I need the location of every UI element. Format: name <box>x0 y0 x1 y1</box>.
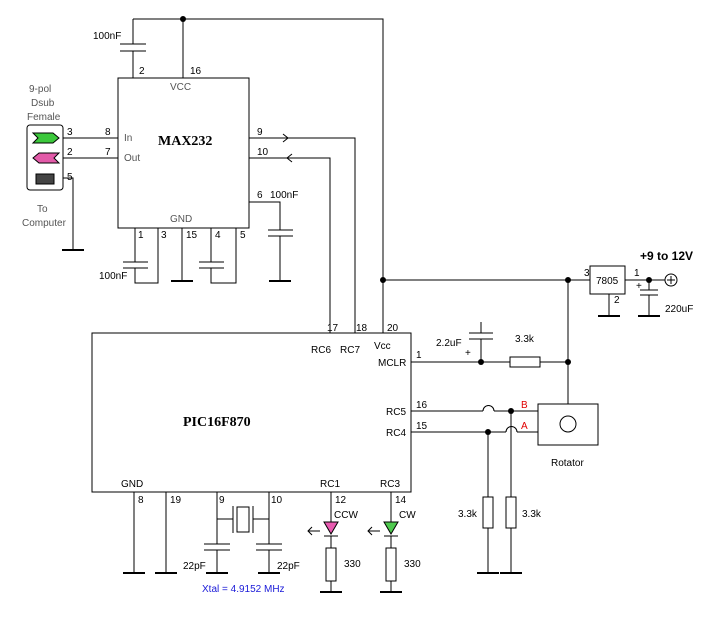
pic-vcc: Vcc <box>374 341 391 352</box>
max232-pin-7: 7 <box>105 147 111 158</box>
connector-title-2: Dsub <box>31 98 55 109</box>
regulator-pin-out: 1 <box>634 268 640 279</box>
encoder-a-label: A <box>521 421 528 432</box>
cap-left-value: 100nF <box>99 271 127 282</box>
crystal <box>236 506 250 533</box>
pic-pin-20: 20 <box>387 323 399 334</box>
pic-pin-16: 16 <box>416 400 428 411</box>
rotator-knob <box>559 415 577 433</box>
cap-supply-value: 220uF <box>665 304 693 315</box>
resistors <box>325 356 541 582</box>
res-a-value: 3.3k <box>458 509 478 520</box>
resistor-ccw <box>325 547 337 582</box>
max232-chip <box>117 77 250 229</box>
pic-title: PIC16F870 <box>183 415 251 430</box>
max232-pin-10: 10 <box>257 147 269 158</box>
pic-rc4: RC4 <box>386 428 406 439</box>
plus-mark-mclr: + <box>465 348 471 359</box>
max232-pin-8: 8 <box>105 127 111 138</box>
ground-symbols <box>62 249 660 593</box>
regulator-pin-in: 3 <box>584 268 590 279</box>
max232-gnd: GND <box>170 214 192 225</box>
connector-pin-3: 3 <box>67 127 73 138</box>
pic-rc1: RC1 <box>320 479 340 490</box>
regulator-7805 <box>589 265 626 295</box>
max232-title: MAX232 <box>158 134 212 149</box>
max232-pin-16: 16 <box>190 66 202 77</box>
led-cw-label: CW <box>399 510 416 521</box>
led-cw <box>383 521 399 535</box>
db9-in-arrow-icon <box>31 132 60 144</box>
regulator-name: 7805 <box>596 276 619 287</box>
plus-mark-supply: + <box>636 281 642 292</box>
max232-pin-5: 5 <box>240 230 246 241</box>
connector-title-1: 9-pol <box>29 84 51 95</box>
pic-gnd: GND <box>121 479 143 490</box>
pic-pin-15: 15 <box>416 421 428 432</box>
max232-pin-3: 3 <box>161 230 167 241</box>
pic-rc3: RC3 <box>380 479 400 490</box>
pic-mclr: MCLR <box>378 358 406 369</box>
resistor-b <box>505 496 517 529</box>
pic-pin-18: 18 <box>356 323 368 334</box>
pic-rc7: RC7 <box>340 345 360 356</box>
resistor-a <box>482 496 494 529</box>
max232-pin-4: 4 <box>215 230 221 241</box>
max232-out: Out <box>124 153 140 164</box>
junction-dots <box>180 16 652 435</box>
labels: 9-pol Dsub Female To Computer 3 2 5 MAX2… <box>22 31 693 595</box>
cap-top-value: 100nF <box>93 31 121 42</box>
resistor-cw <box>385 547 397 582</box>
pic-pin-8: 8 <box>138 495 144 506</box>
max232-pin-6: 6 <box>257 190 263 201</box>
db9-out-arrow-icon <box>32 152 61 164</box>
pic-pin-17: 17 <box>327 323 339 334</box>
pic-pin-19: 19 <box>170 495 182 506</box>
connector-note-2: Computer <box>22 218 67 229</box>
cap-x2-value: 22pF <box>277 561 300 572</box>
res-cw-value: 330 <box>404 559 421 570</box>
res-ccw-value: 330 <box>344 559 361 570</box>
res-b-value: 3.3k <box>522 509 542 520</box>
pic-pin-9: 9 <box>219 495 225 506</box>
led-ccw <box>323 521 339 535</box>
pic-rc5: RC5 <box>386 407 406 418</box>
wires <box>63 18 665 592</box>
cap-x1-value: 22pF <box>183 561 206 572</box>
led-ccw-label: CCW <box>334 510 358 521</box>
max232-pin-15: 15 <box>186 230 198 241</box>
max232-pin-2: 2 <box>139 66 145 77</box>
rotator-label: Rotator <box>551 458 584 469</box>
pic-pin-1: 1 <box>416 350 422 361</box>
pic-rc6: RC6 <box>311 345 331 356</box>
connector-pin-5: 5 <box>67 172 73 183</box>
pic-pin-14: 14 <box>395 495 407 506</box>
connector-note-1: To <box>37 204 48 215</box>
supply-voltage: +9 to 12V <box>640 249 693 263</box>
pic-pin-12: 12 <box>335 495 347 506</box>
regulator-pin-gnd: 2 <box>614 295 620 306</box>
max232-pin-9: 9 <box>257 127 263 138</box>
db9-ground-pad <box>35 173 55 185</box>
pic16f870-chip <box>91 332 412 493</box>
connector-pin-2: 2 <box>67 147 73 158</box>
encoder-b-label: B <box>521 400 528 411</box>
pic-pin-10: 10 <box>271 495 283 506</box>
max232-vcc: VCC <box>170 82 191 93</box>
max232-pin-1: 1 <box>138 230 144 241</box>
res-mclr-value: 3.3k <box>515 334 535 345</box>
cap-mclr-value: 2.2uF <box>436 338 462 349</box>
connector-title-3: Female <box>27 112 61 123</box>
max232-in: In <box>124 133 132 144</box>
resistor-mclr <box>509 356 541 368</box>
xtal-label: Xtal = 4.9152 MHz <box>202 584 285 595</box>
cap-right-value: 100nF <box>270 190 298 201</box>
